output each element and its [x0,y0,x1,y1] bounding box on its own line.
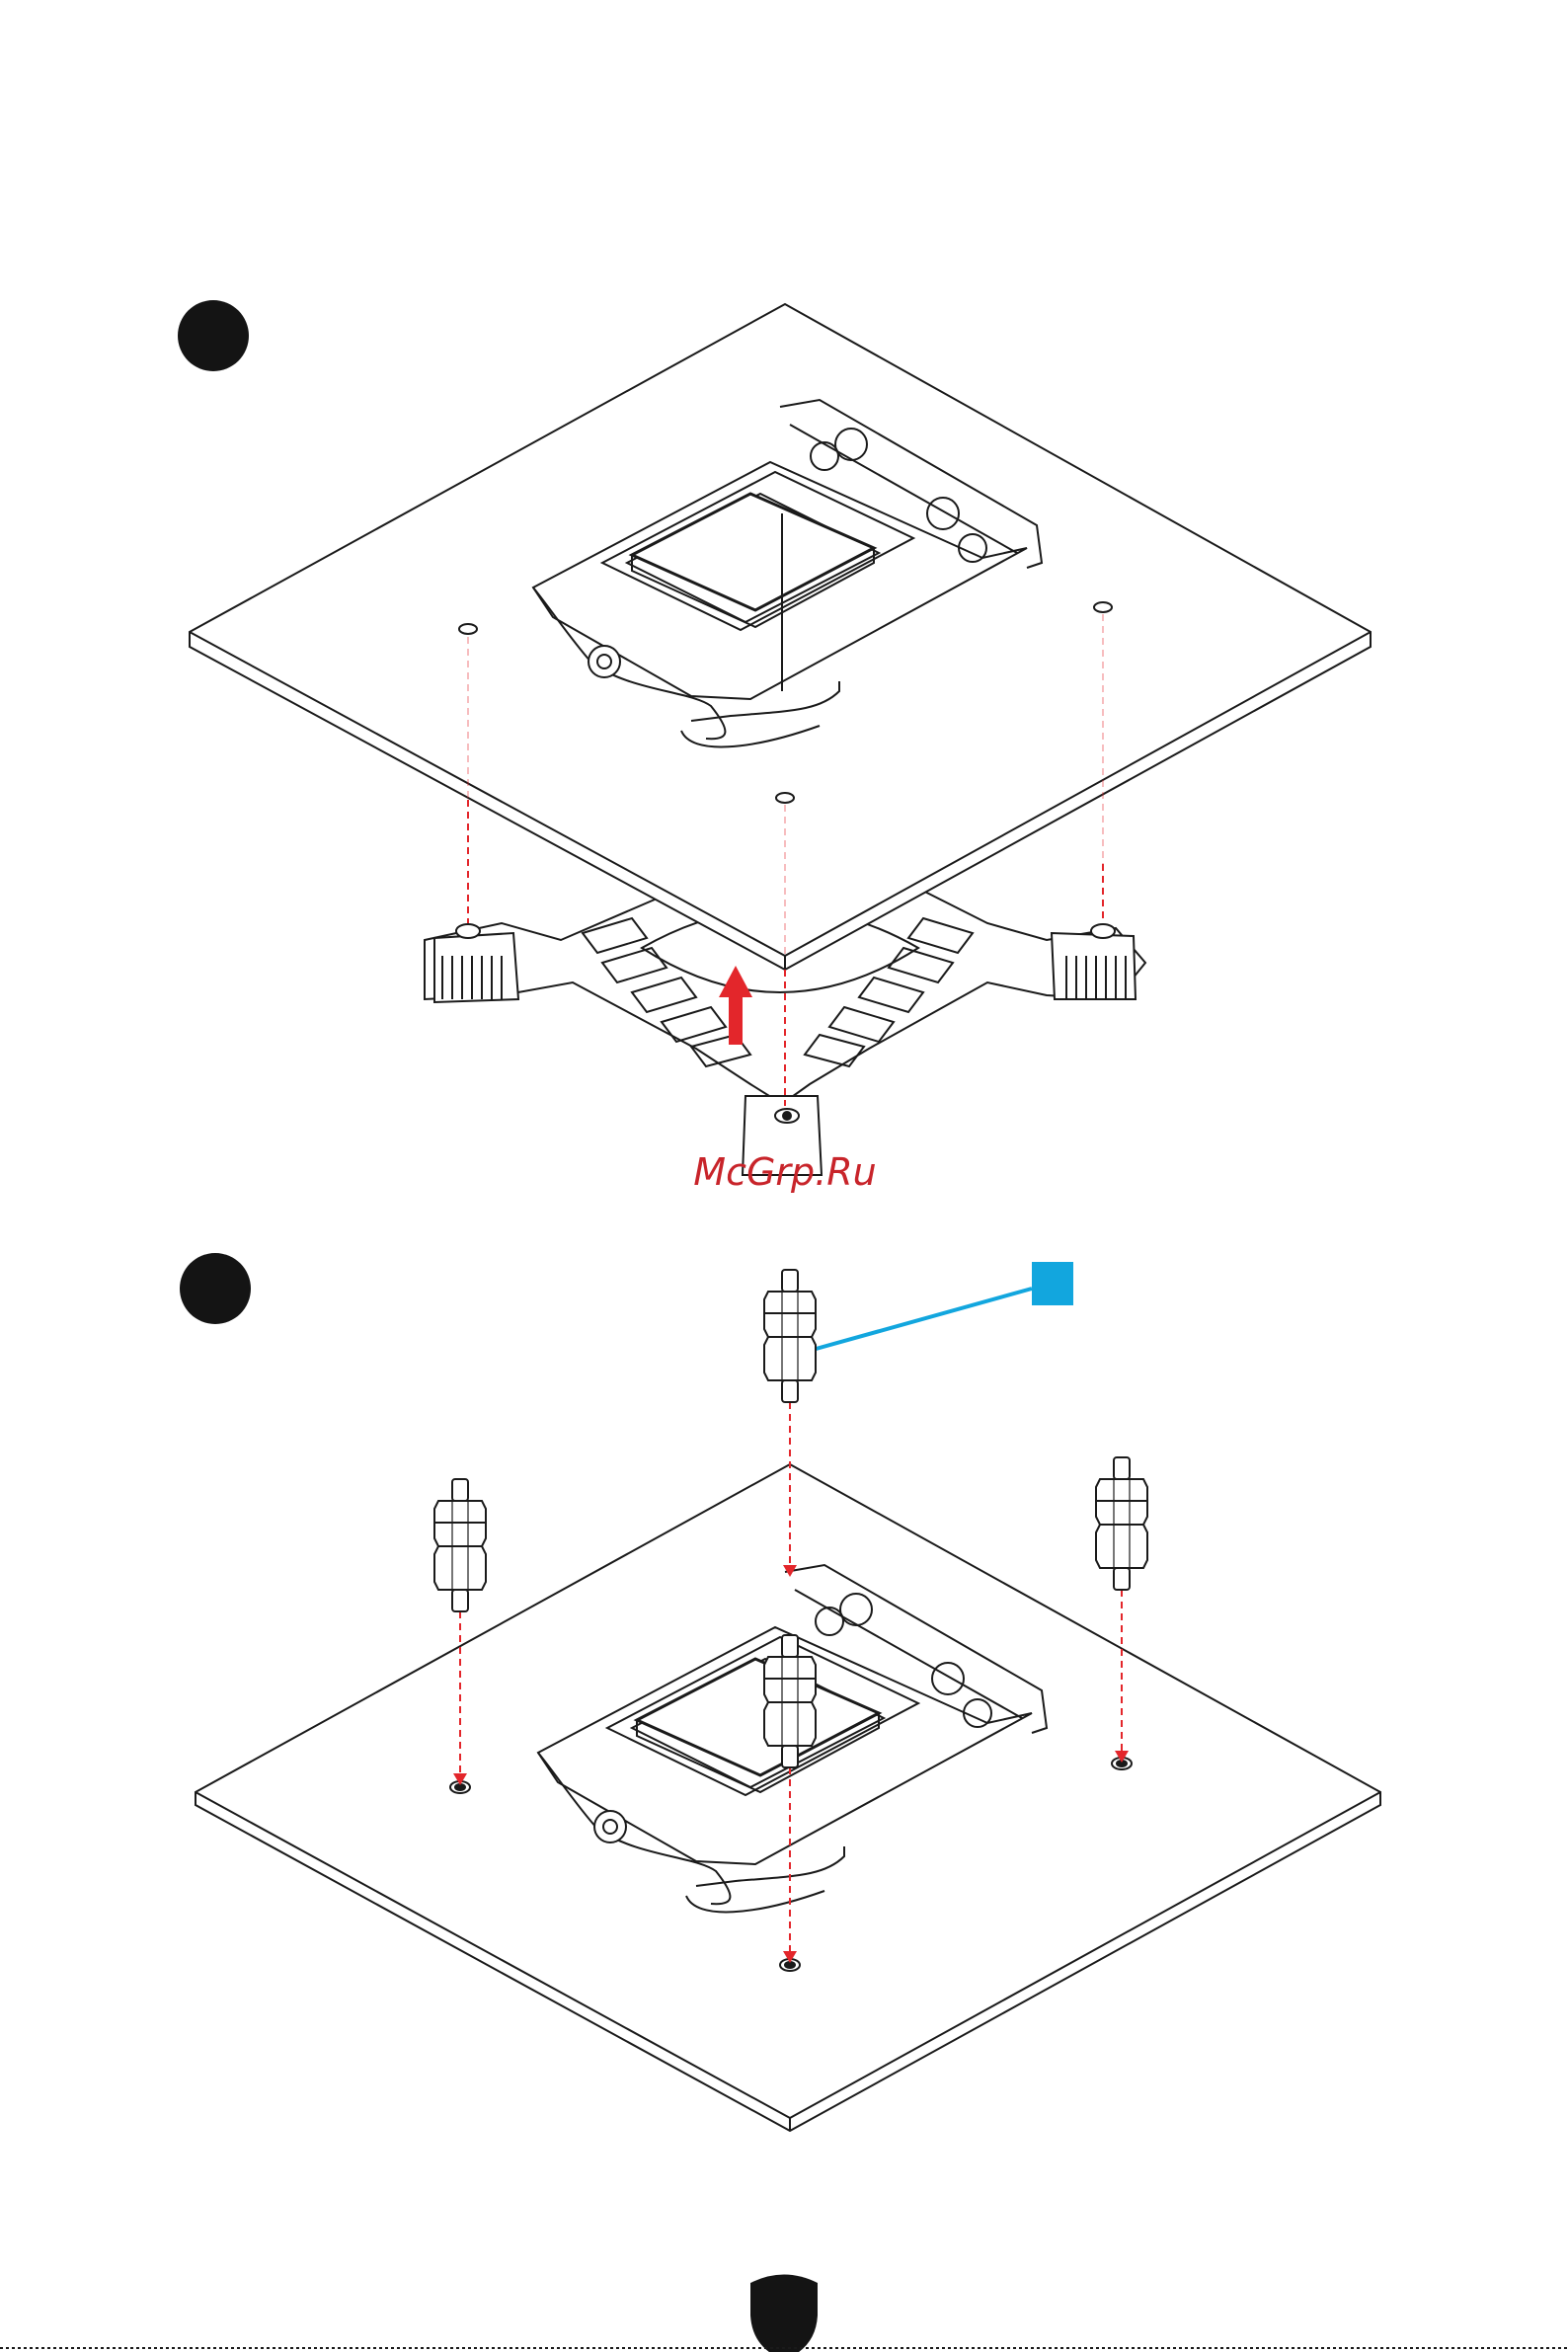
step-number-circle-icon [178,300,249,371]
step-2 [180,1253,1380,2131]
step-number-circle-icon [180,1253,251,1324]
step-1 [178,300,1371,1175]
callout [802,1262,1073,1353]
watermark-text: McGrp.Ru [693,1150,876,1194]
shield-icon [750,2275,818,2352]
callout-box [1032,1262,1073,1305]
